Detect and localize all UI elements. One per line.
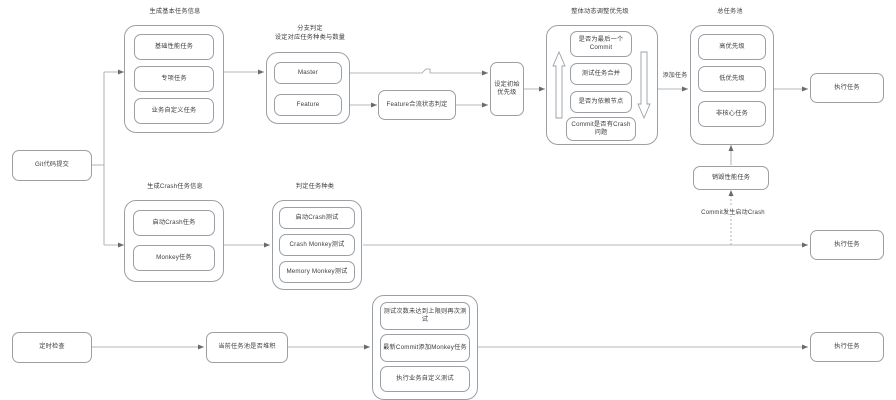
group-label-dynamic-priority: 整体动态调整优先级 — [571, 8, 629, 15]
node-is-last-commit[interactable]: 是否为最后一个Commit — [570, 31, 632, 57]
group-label-crash-task: 生成Crash任务信息 — [147, 183, 203, 190]
node-execute-task-bottom[interactable]: 执行任务 — [810, 332, 884, 362]
node-basic-perf-task[interactable]: 基础性能任务 — [134, 34, 214, 60]
edge-label-commit-crash-occurs: Commit发生启动Crash — [682, 207, 784, 216]
group-label-branch-decision: 分支判定 设定对应任务种类与数量 — [274, 25, 346, 41]
node-latest-commit-add-monkey[interactable]: 最新Commit添加Monkey任务 — [380, 334, 470, 362]
edge-label-add-task: 添加任务 — [658, 70, 692, 79]
node-pool-backlog-check[interactable]: 当前任务池是否堆积 — [206, 332, 288, 363]
node-master[interactable]: Master — [274, 62, 342, 84]
node-low-priority[interactable]: 低优先级 — [698, 66, 766, 92]
node-git-commit[interactable]: Git代码提交 — [12, 150, 92, 181]
node-set-initial-priority[interactable]: 设定初始优先级 — [490, 62, 524, 116]
group-label-basic-task: 生成基本任务信息 — [149, 8, 201, 15]
group-label-task-pool: 总任务池 — [717, 8, 743, 15]
node-feature-merge-state[interactable]: Feature合流状态判定 — [378, 90, 456, 120]
node-special-task[interactable]: 专项任务 — [134, 66, 214, 92]
node-monkey-task[interactable]: Monkey任务 — [133, 245, 215, 271]
node-non-core-task[interactable]: 非核心任务 — [698, 101, 766, 127]
node-destroy-perf-task[interactable]: 销毁性能任务 — [693, 166, 769, 190]
node-memory-monkey-test[interactable]: Memory Monkey测试 — [279, 261, 355, 283]
group-label-task-kind: 判定任务种类 — [295, 183, 335, 190]
node-is-dependency-node[interactable]: 是否为依赖节点 — [570, 91, 632, 113]
node-feature[interactable]: Feature — [274, 94, 342, 116]
node-execute-task-top[interactable]: 执行任务 — [810, 73, 884, 103]
node-execute-task-middle[interactable]: 执行任务 — [810, 230, 884, 260]
node-run-biz-custom-test[interactable]: 执行业务自定义测试 — [380, 366, 470, 392]
node-start-crash-task[interactable]: 启动Crash任务 — [133, 210, 215, 236]
node-merge-test-tasks[interactable]: 测试任务合并 — [570, 63, 632, 85]
node-high-priority[interactable]: 高优先级 — [698, 34, 766, 60]
node-start-crash-test[interactable]: 启动Crash测试 — [279, 207, 355, 229]
node-retest-if-under-limit[interactable]: 测试次数未达到上限则再次测试 — [380, 302, 470, 330]
node-commit-has-crash[interactable]: Commit是否有Crash问题 — [566, 117, 636, 141]
node-scheduled-check[interactable]: 定时检查 — [12, 332, 92, 363]
wire-master-to-initial-priority — [349, 68, 488, 76]
node-biz-custom-task[interactable]: 业务自定义任务 — [134, 98, 214, 124]
node-crash-monkey-test[interactable]: Crash Monkey测试 — [279, 234, 355, 256]
